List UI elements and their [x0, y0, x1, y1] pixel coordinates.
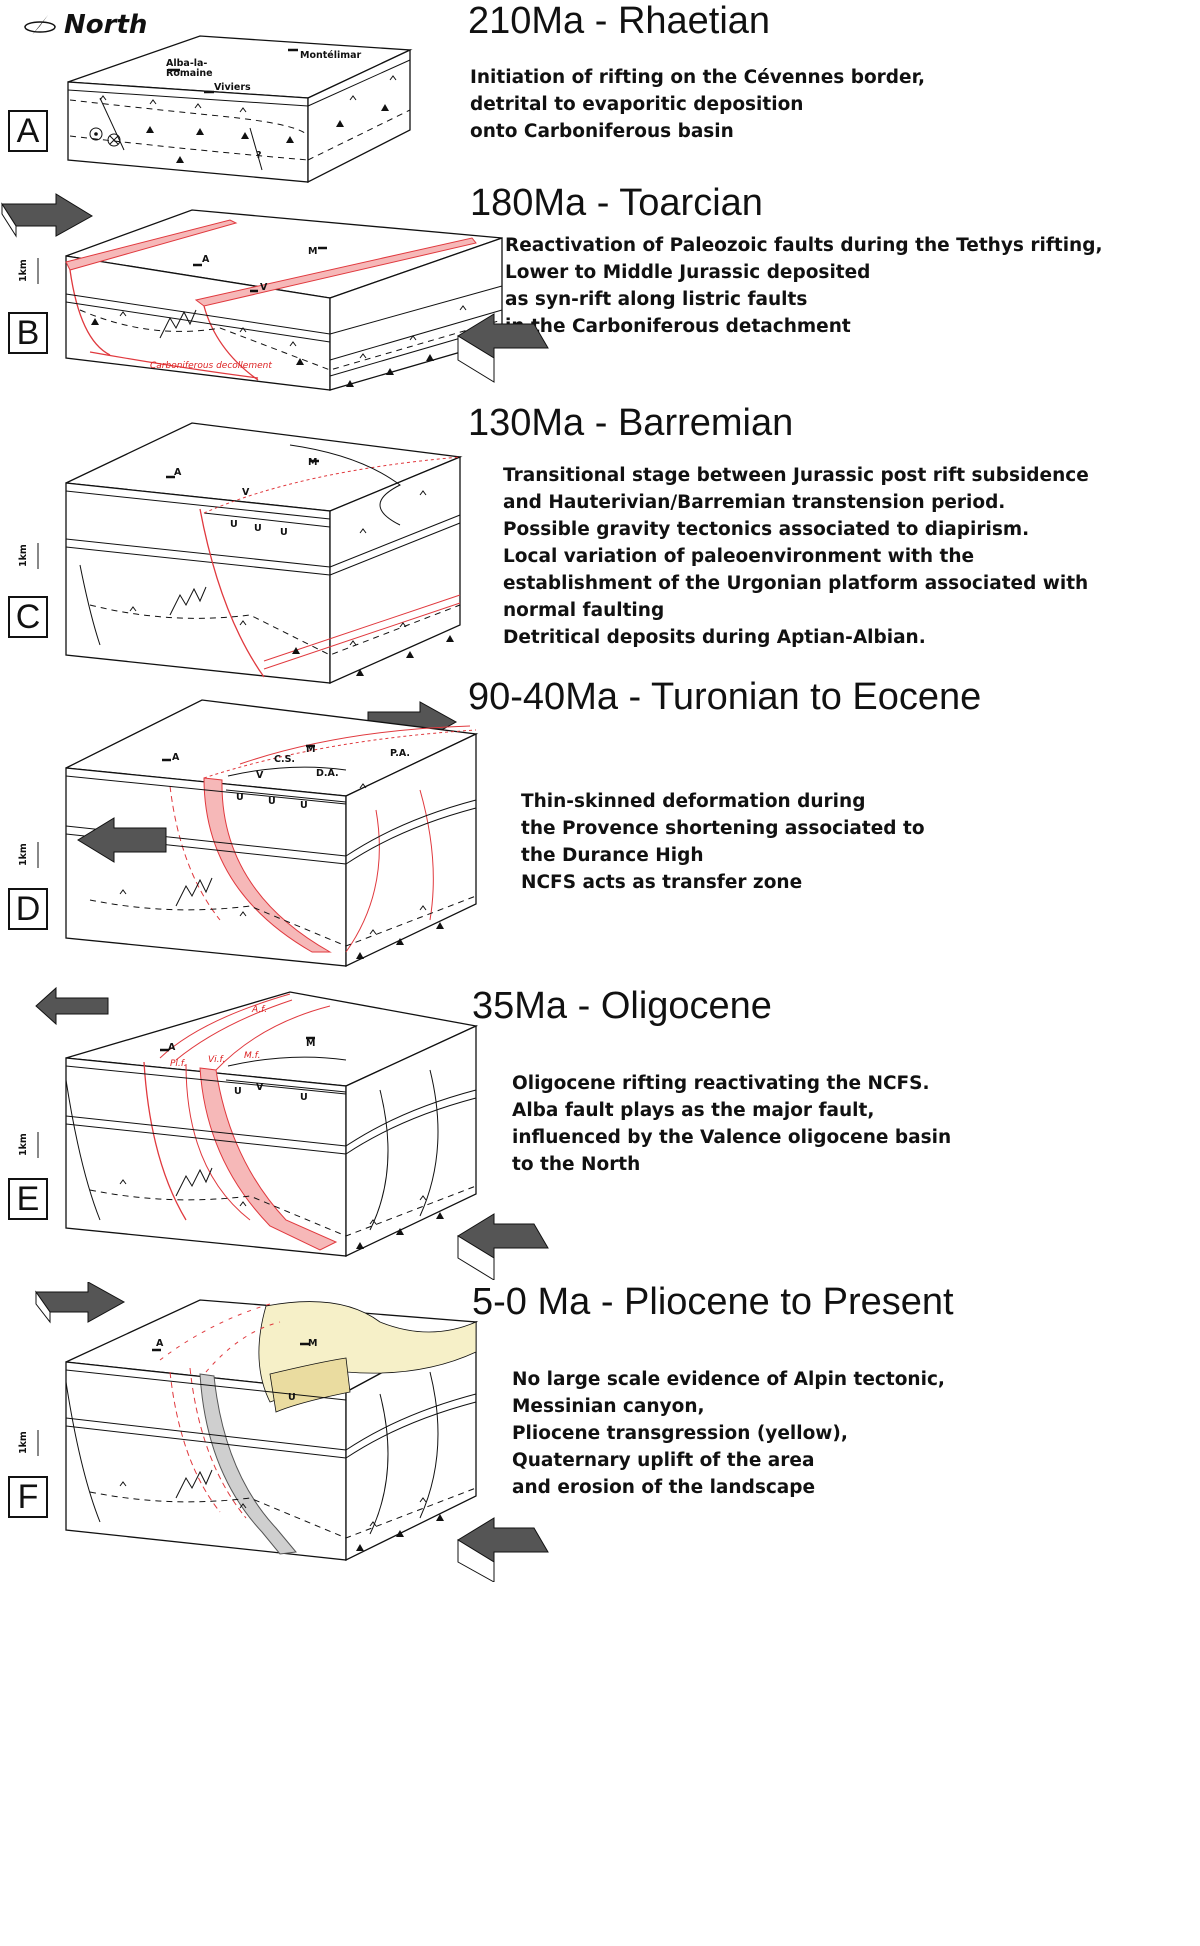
region-mark: C.S. [274, 754, 295, 765]
place-label: V [260, 282, 268, 293]
panel-b-desc-line: Lower to Middle Jurassic deposited [505, 262, 871, 283]
panel-f-desc-line: Messinian canyon, [512, 1396, 705, 1417]
region-mark: D.A. [316, 768, 339, 779]
panel-e-desc-line: to the North [512, 1154, 641, 1175]
place-label: M [308, 457, 317, 468]
panel-f-desc-line: No large scale evidence of Alpin tectoni… [512, 1369, 945, 1390]
place-label: A [174, 467, 182, 478]
panel-c-desc-line: and Hauterivian/Barremian transtension p… [503, 492, 1006, 513]
panel-a-desc-line: onto Carboniferous basin [470, 121, 734, 142]
scale-label: 1km [18, 843, 29, 866]
place-label: A [156, 1338, 164, 1349]
panel-d-desc-line: NCFS acts as transfer zone [521, 872, 803, 893]
urgonian-mark: U [280, 527, 288, 538]
place-label: M [308, 1338, 317, 1349]
panel-c-desc-line: Detritical deposits during Aptian-Albian… [503, 627, 926, 648]
place-label: M [308, 246, 317, 257]
panel-c-title: 130Ma - Barremian [468, 402, 794, 444]
fault-label: Pl.f. [170, 1059, 187, 1069]
fault-label: M.f. [244, 1051, 261, 1061]
panel-d-desc-line: the Provence shortening associated to [521, 818, 925, 839]
uncertain-mark: ? [256, 150, 262, 161]
urgonian-mark: U [268, 796, 276, 807]
place-label: A [202, 254, 210, 265]
panel-b-desc-line: Reactivation of Paleozoic faults during … [505, 235, 1103, 256]
scale-label: 1km [18, 1133, 29, 1156]
urgonian-mark: U [236, 792, 244, 803]
urgonian-mark: U [300, 800, 308, 811]
place-label: A [168, 1042, 176, 1053]
panel-b-block-diagram: A M V Carboniferous decollement 1km [1, 193, 549, 391]
region-mark: P.A. [390, 748, 410, 759]
urgonian-mark: U [300, 1092, 308, 1103]
scale-label: 1km [18, 544, 29, 567]
panel-b-desc-line: in the Carboniferous detachment [505, 316, 851, 337]
panel-e-desc-line: Alba fault plays as the major fault, [512, 1100, 875, 1121]
place-label: M [306, 1038, 315, 1049]
panel-e-description: Oligocene rifting reactivating the NCFS.… [512, 1070, 951, 1178]
place-label: V [256, 770, 264, 781]
urgonian-mark: U [254, 523, 262, 534]
place-label: V [242, 487, 250, 498]
panel-c-desc-line: Possible gravity tectonics associated to… [503, 519, 1030, 540]
panel-b-title: 180Ma - Toarcian [470, 182, 763, 224]
panel-c-desc-line: Local variation of paleoenvironment with… [503, 546, 975, 567]
urgonian-mark: U [230, 519, 238, 530]
panel-e-block-diagram: A M V A.f. Pl.f. Vi.f. M.f. U U 1km [18, 986, 549, 1280]
panel-c-desc-line: Transitional stage between Jurassic post… [503, 465, 1089, 486]
panel-d-block-diagram: A M V C.S. P.A. D.A. U U U 1km [18, 699, 479, 968]
fault-label: Vi.f. [208, 1055, 225, 1065]
panel-f-desc-line: Quaternary uplift of the area [512, 1450, 815, 1471]
place-label: M [306, 744, 315, 755]
panel-b-description: Reactivation of Paleozoic faults during … [505, 232, 1103, 340]
panel-a-description: Initiation of rifting on the Cévennes bo… [470, 64, 925, 145]
place-label: V [256, 1082, 264, 1093]
panel-a-desc-line: Initiation of rifting on the Cévennes bo… [470, 67, 926, 88]
urgonian-mark: U [288, 1392, 296, 1403]
panel-f-description: No large scale evidence of Alpin tectoni… [512, 1366, 945, 1501]
panel-d-letter: D [8, 888, 48, 930]
scale-label: 1km [18, 1431, 29, 1454]
place-label: A [172, 752, 180, 763]
panel-e-desc-line: influenced by the Valence oligocene basi… [512, 1127, 952, 1148]
panel-c-block-diagram: A M V U U U 1km [18, 422, 463, 685]
panel-e-desc-line: Oligocene rifting reactivating the NCFS. [512, 1073, 930, 1094]
north-label: North [64, 10, 148, 40]
panel-f-block-diagram: A M U 1km [18, 1282, 549, 1582]
panel-a-desc-line: detrital to evaporitic deposition [470, 94, 804, 115]
place-label: Viviers [214, 82, 251, 93]
panel-d-desc-line: Thin-skinned deformation during [521, 791, 866, 812]
place-label: Romaine [166, 68, 213, 79]
panel-c-desc-line: normal faulting [503, 600, 665, 621]
panel-d-desc-line: the Durance High [521, 845, 704, 866]
decollement-label: Carboniferous decollement [150, 361, 272, 371]
panel-f-desc-line: and erosion of the landscape [512, 1477, 816, 1498]
panel-a-title: 210Ma - Rhaetian [468, 0, 771, 42]
place-label: Alba-la- [166, 58, 207, 69]
panel-c-description: Transitional stage between Jurassic post… [503, 462, 1089, 651]
panel-e-title: 35Ma - Oligocene [472, 985, 772, 1027]
panel-f-title: 5-0 Ma - Pliocene to Present [472, 1281, 954, 1323]
panel-a-letter: A [8, 110, 48, 152]
urgonian-mark: U [234, 1086, 242, 1097]
scale-label: 1km [18, 259, 29, 282]
panel-b-desc-line: as syn-rift along listric faults [505, 289, 808, 310]
panel-d-title: 90-40Ma - Turonian to Eocene [468, 676, 982, 718]
panel-e-letter: E [8, 1178, 48, 1220]
panel-b-letter: B [8, 312, 48, 354]
panel-d-description: Thin-skinned deformation during the Prov… [521, 788, 925, 896]
fault-label: A.f. [251, 1005, 267, 1015]
north-indicator: North [22, 10, 147, 40]
panel-f-desc-line: Pliocene transgression (yellow), [512, 1423, 848, 1444]
place-label: Montélimar [300, 50, 362, 61]
panel-f-letter: F [8, 1476, 48, 1518]
panel-a-block-diagram: Alba-la- Romaine Viviers Montélimar ? [67, 35, 413, 184]
panel-c-letter: C [8, 596, 48, 638]
panel-c-desc-line: establishment of the Urgonian platform a… [503, 573, 1089, 594]
north-arrow-icon [24, 15, 56, 35]
